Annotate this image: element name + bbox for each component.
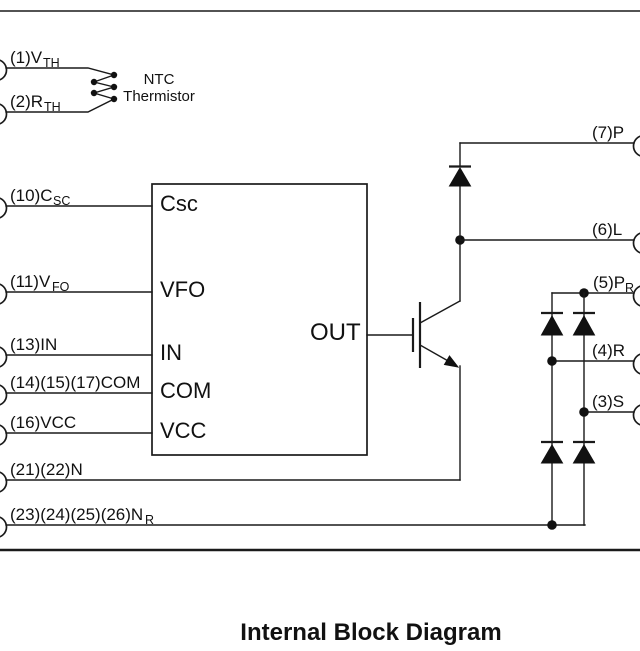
igbt-symbol xyxy=(366,239,461,481)
zigzag-dot xyxy=(110,71,118,79)
terminal-circle-in xyxy=(0,346,8,368)
diode-triangle xyxy=(572,314,596,336)
left-terminal-labels: (1)V TH (2)R TH (10)C SC (11)V FO (13)IN… xyxy=(10,48,154,527)
terminal-label-p: (7)P xyxy=(592,123,624,142)
terminal-circle-s xyxy=(632,404,640,426)
diode-triangle xyxy=(540,314,564,336)
emitter-arrowhead xyxy=(443,355,460,368)
terminal-label-vfo: (11)V xyxy=(10,272,51,291)
terminal-label-s: (3)S xyxy=(592,392,624,411)
terminal-circle-n xyxy=(0,471,8,493)
emitter-diagonal xyxy=(419,344,451,363)
terminal-label-rth: (2)R xyxy=(10,92,43,111)
diode-triangle xyxy=(540,444,564,464)
input-wires xyxy=(5,205,586,526)
zigzag-dot xyxy=(90,78,98,86)
terminal-label-r: (4)R xyxy=(592,341,625,360)
nr-junction-dot xyxy=(547,520,557,530)
zigzag-dot xyxy=(110,83,118,91)
terminal-circle-csc xyxy=(0,197,8,219)
terminal-circle-vcc xyxy=(0,424,8,446)
terminal-circle-p xyxy=(632,135,640,157)
terminal-sub-vth: TH xyxy=(43,56,60,70)
r-junction-dot xyxy=(547,356,557,366)
terminal-label-l: (6)L xyxy=(592,220,622,239)
control-block: Csc VFO IN COM VCC OUT xyxy=(151,183,368,456)
block-pin-out: OUT xyxy=(310,319,361,346)
terminal-circle-com xyxy=(0,384,8,406)
terminal-circle-r xyxy=(632,353,640,375)
terminal-label-pr: (5)P xyxy=(593,273,625,292)
block-pin-vcc: VCC xyxy=(160,418,207,443)
right-terminal-circles xyxy=(632,135,640,426)
terminal-circle-vth xyxy=(0,59,8,81)
diode-triangle xyxy=(572,444,596,464)
collector-diagonal xyxy=(419,300,461,324)
ntc-label-line2: Thermistor xyxy=(123,88,195,105)
terminal-label-csc: (10)C xyxy=(10,186,53,205)
ntc-thermistor-circuit: NTC Thermistor xyxy=(5,67,195,113)
terminal-circle-l xyxy=(632,232,640,254)
terminal-sub-vfo: FO xyxy=(52,280,70,294)
terminal-sub-nr: R xyxy=(145,513,154,527)
terminal-label-vcc: (16)VCC xyxy=(10,413,76,432)
boost-diode-triangle xyxy=(448,167,472,187)
left-terminal-circles xyxy=(0,59,8,538)
s-junction-dot xyxy=(579,407,589,417)
terminal-sub-rth: TH xyxy=(44,100,61,114)
terminal-label-com: (14)(15)(17)COM xyxy=(10,373,140,392)
zigzag-dot xyxy=(110,95,118,103)
block-pin-csc: Csc xyxy=(160,191,198,216)
terminal-circle-pr xyxy=(632,285,640,307)
terminal-circle-nr xyxy=(0,516,8,538)
zigzag-dot xyxy=(90,89,98,97)
terminal-label-nr: (23)(24)(25)(26)N xyxy=(10,505,143,524)
terminal-label-vth: (1)V xyxy=(10,48,43,67)
right-terminal-labels: (7)P (6)L (5)P R (4)R (3)S xyxy=(592,123,634,411)
terminal-sub-pr: R xyxy=(625,281,634,295)
block-pin-vfo: VFO xyxy=(160,277,205,302)
rectifier-diodes xyxy=(540,288,635,530)
terminal-sub-csc: SC xyxy=(53,194,70,208)
terminal-circle-vfo xyxy=(0,283,8,305)
figure-title: Internal Block Diagram xyxy=(240,619,501,646)
ntc-label-line1: NTC xyxy=(144,71,175,88)
collector-network xyxy=(448,142,635,245)
terminal-circle-rth xyxy=(0,103,8,125)
block-pin-in: IN xyxy=(160,340,182,365)
control-block-outline xyxy=(151,183,368,456)
block-pin-com: COM xyxy=(160,378,211,403)
terminal-label-n: (21)(22)N xyxy=(10,460,83,479)
terminal-label-in: (13)IN xyxy=(10,335,57,354)
